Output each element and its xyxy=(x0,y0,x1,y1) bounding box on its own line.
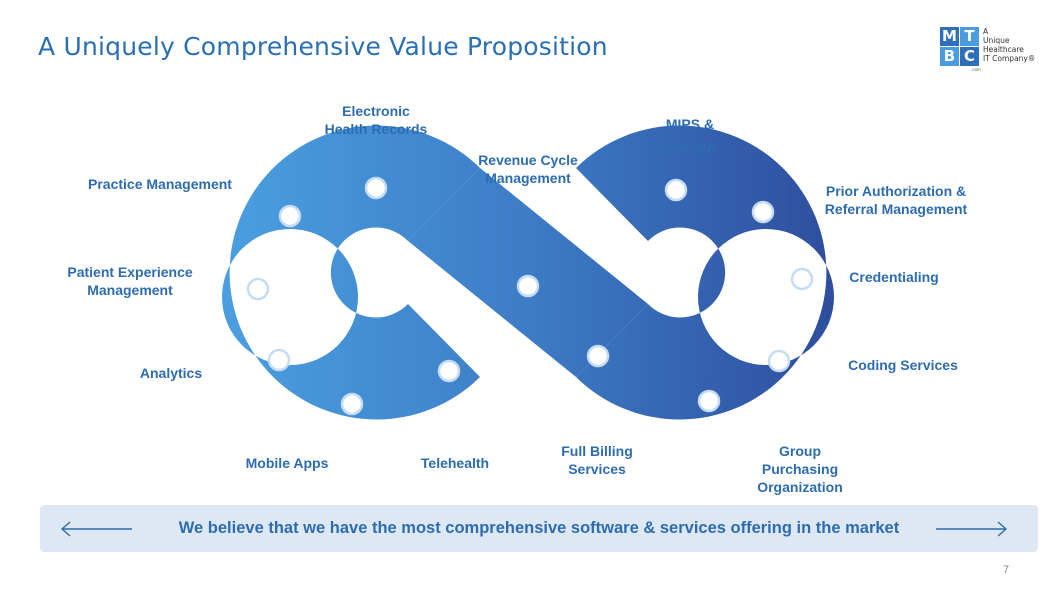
logo-tagline: A Unique Healthcare IT Company® xyxy=(983,27,1035,63)
label-electronic-health-records: Electronic Health Records xyxy=(324,103,428,137)
label-patient-experience-management: Patient Experience Management xyxy=(67,264,193,298)
label-coding-services: Coding Services xyxy=(848,357,958,373)
diagram-node-2 xyxy=(278,204,302,228)
label-prior-authorization-referral-management: Prior Authorization & Referral Managemen… xyxy=(824,183,968,217)
label-revenue-cycle-management: Revenue Cycle Management xyxy=(478,152,578,186)
diagram-node-6 xyxy=(437,359,461,383)
diagram-node-1 xyxy=(364,176,388,200)
diagram-node-4 xyxy=(267,348,291,372)
left-loop xyxy=(222,125,480,420)
logo-letter-c: C xyxy=(960,47,979,66)
label-mips-macra: MIPS & MACRA xyxy=(663,116,717,156)
logo-letter-t: T xyxy=(960,27,979,46)
infinity-band xyxy=(222,125,834,420)
arrow-right-icon xyxy=(936,521,1008,537)
diagram-node-11 xyxy=(790,267,814,291)
diagram-node-5 xyxy=(340,392,364,416)
diagram-node-7 xyxy=(516,274,540,298)
banner: We believe that we have the most compreh… xyxy=(40,505,1038,552)
label-mobile-apps: Mobile Apps xyxy=(245,455,329,471)
logo-registered-mark: ® xyxy=(1027,54,1036,63)
banner-text: We believe that we have the most compreh… xyxy=(178,519,900,537)
label-telehealth: Telehealth xyxy=(420,455,490,471)
logo-tagline-text: A Unique Healthcare IT Company xyxy=(983,27,1028,63)
diagram-node-9 xyxy=(664,178,688,202)
label-credentialing: Credentialing xyxy=(849,269,939,285)
center-crossing xyxy=(408,168,648,377)
diagram-node-12 xyxy=(767,349,791,373)
diagram-node-3 xyxy=(246,277,270,301)
label-full-billing-services: Full Billing Services xyxy=(561,443,633,477)
diagram-node-8 xyxy=(586,344,610,368)
label-group-purchasing-organization: Group Purchasing Organization xyxy=(757,443,843,495)
label-analytics: Analytics xyxy=(139,365,203,381)
diagram-node-13 xyxy=(697,389,721,413)
page-number: 7 xyxy=(1003,564,1010,576)
diagram-node-10 xyxy=(751,200,775,224)
logo-letter-b: B xyxy=(940,47,959,66)
diagram-nodes xyxy=(246,176,814,416)
logo-letter-m: M xyxy=(940,27,959,46)
logo-dotcom: .com xyxy=(971,67,981,72)
label-practice-management: Practice Management xyxy=(88,176,232,192)
arrow-left-icon xyxy=(60,521,132,537)
company-logo: M T B C .com A Unique Healthcare IT Comp… xyxy=(938,25,1035,75)
slide-title: A Uniquely Comprehensive Value Propositi… xyxy=(38,32,608,61)
right-loop xyxy=(576,125,834,420)
